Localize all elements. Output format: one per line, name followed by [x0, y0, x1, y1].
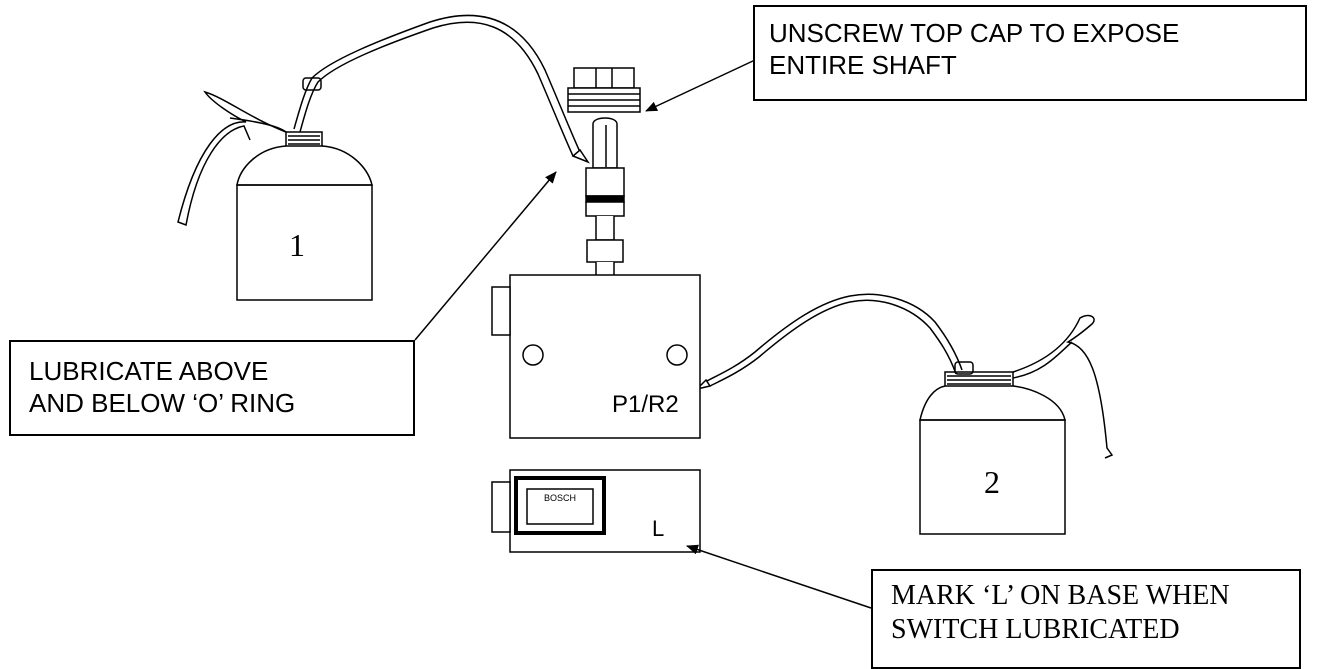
o-ring-arrow [414, 171, 557, 341]
top-cap-callout-line1: UNSCREW TOP CAP TO EXPOSE [769, 18, 1180, 48]
switch-body [491, 274, 701, 439]
brand-plate-text: BOSCH [544, 493, 576, 503]
top-cap-callout: UNSCREW TOP CAP TO EXPOSE ENTIRE SHAFT [753, 5, 1307, 101]
o-ring-callout: LUBRICATE ABOVE AND BELOW ‘O’ RING [9, 340, 415, 436]
oil-can-2-number: 2 [984, 464, 1000, 500]
o-ring-callout-line1: LUBRICATE ABOVE [29, 356, 269, 386]
base-mark-arrow [686, 544, 872, 609]
top-cap-callout-line2: ENTIRE SHAFT [769, 50, 957, 80]
base-mark-callout-line2: SWITCH LUBRICATED [891, 614, 1180, 645]
oil-can-2 [694, 293, 1114, 535]
o-ring [585, 195, 625, 203]
oil-can-1 [177, 14, 590, 301]
switch-base [491, 469, 701, 553]
top-cap [567, 67, 641, 113]
switch-body-label: P1/R2 [612, 391, 679, 418]
switch-base-mark: L [652, 516, 664, 541]
o-ring-callout-line2: AND BELOW ‘O’ RING [29, 388, 296, 418]
oil-can-1-number: 1 [289, 227, 305, 263]
base-mark-callout-line1: MARK ‘L’ ON BASE WHEN [891, 580, 1230, 611]
base-mark-callout: MARK ‘L’ ON BASE WHEN SWITCH LUBRICATED [871, 569, 1301, 669]
switch-shaft [585, 117, 625, 291]
top-cap-arrow [645, 59, 756, 112]
